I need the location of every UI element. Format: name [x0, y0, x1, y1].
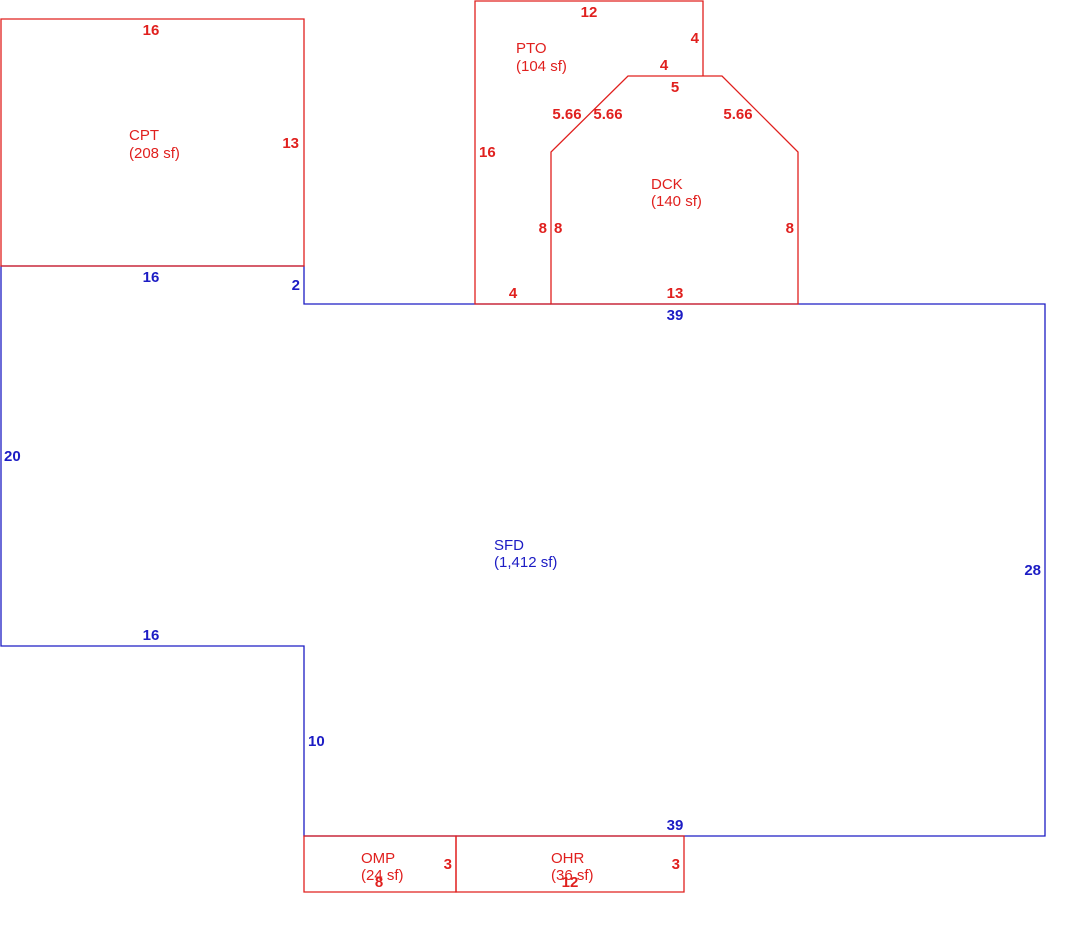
dim-dck-left-b: 8: [554, 220, 562, 237]
pto-code-label: PTO: [516, 40, 547, 57]
dim-omp-right: 3: [444, 856, 452, 873]
cpt-code-label: CPT: [129, 127, 159, 144]
dck-area-label: (140 sf): [651, 193, 702, 210]
dim-pto-step: 4: [660, 57, 669, 74]
dim-dck-bottom: 13: [667, 285, 684, 302]
sfd-code-label: SFD: [494, 537, 524, 554]
dim-dck-right: 8: [786, 220, 794, 237]
dim-sfd-top-right: 39: [667, 307, 684, 324]
ohr-code-label: OHR: [551, 850, 585, 867]
omp-area-label: (24 sf): [361, 867, 404, 884]
ohr-outline: [455, 835, 685, 893]
dim-cpt-top: 16: [143, 22, 160, 39]
dim-dck-diag-left-a: 5.66: [552, 106, 581, 123]
dck-code-label: DCK: [651, 176, 683, 193]
dim-pto-bottom: 4: [509, 285, 518, 302]
dim-sfd-left: 20: [4, 448, 21, 465]
dim-ohr-right: 3: [672, 856, 680, 873]
dim-pto-right: 4: [691, 30, 700, 47]
dim-ohr-bottom: 12: [562, 874, 579, 891]
dim-dck-diag-left-b: 5.66: [593, 106, 622, 123]
sfd-area-label: (1,412 sf): [494, 554, 557, 571]
dim-pto-left: 16: [479, 144, 496, 161]
dim-cpt-right: 13: [282, 135, 299, 152]
dim-sfd-step: 2: [292, 277, 300, 294]
sfd-outline: [0, 265, 1046, 837]
dim-omp-bottom: 8: [375, 874, 383, 891]
dck-outline: [550, 75, 799, 305]
dim-dck-diag-right: 5.66: [723, 106, 752, 123]
dim-sfd-top-left: 16: [143, 269, 160, 286]
pto-outline: [474, 0, 704, 305]
cpt-area-label: (208 sf): [129, 145, 180, 162]
cpt-outline: [0, 18, 305, 267]
pto-area-label: (104 sf): [516, 58, 567, 75]
omp-code-label: OMP: [361, 850, 395, 867]
dim-pto-top: 12: [581, 4, 598, 21]
dim-sfd-bottom: 39: [667, 817, 684, 834]
dim-dck-left-a: 8: [539, 220, 547, 237]
dim-sfd-right: 28: [1024, 562, 1041, 579]
ohr-area-label: (36 sf): [551, 867, 594, 884]
dim-sfd-mid-left: 16: [143, 627, 160, 644]
dim-sfd-inner-left: 10: [308, 733, 325, 750]
dim-dck-top: 5: [671, 79, 679, 96]
